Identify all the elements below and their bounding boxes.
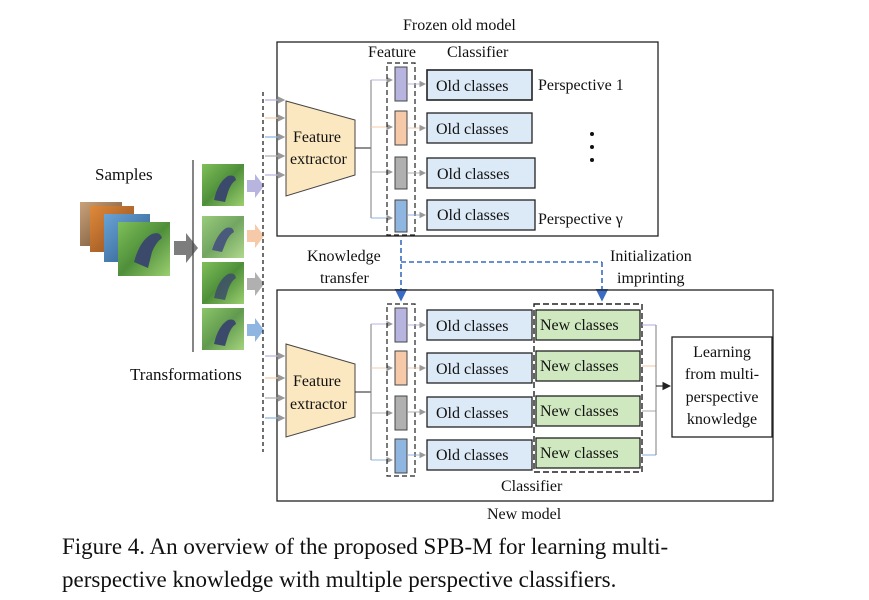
top-old-classes-1-label: Old classes — [436, 78, 508, 95]
feature-extractor-bottom-line2: extractor — [290, 396, 348, 413]
new-classes-4-label: New classes — [540, 445, 619, 462]
top-feature-to-classifier-arrows — [408, 80, 427, 219]
top-branch-lines — [355, 76, 394, 222]
top-feature-vector-3 — [394, 156, 408, 190]
bottom-feature-vector-3 — [394, 395, 408, 431]
top-old-classes-4-label: Old classes — [437, 207, 509, 224]
learning-line1: Learning — [693, 344, 751, 361]
bottom-input-arrows — [265, 352, 286, 422]
bottom-old-classes-3-label: Old classes — [436, 405, 508, 422]
perspective-gamma-label: Perspective γ — [538, 211, 623, 228]
classifier-header: Classifier — [447, 44, 509, 61]
feature-extractor-top — [285, 100, 356, 197]
top-feature-vector-1 — [394, 66, 408, 102]
new-model-box — [276, 289, 774, 502]
bottom-old-classes-1 — [426, 309, 533, 341]
transfer-dashed-arrows — [394, 240, 609, 302]
bottom-feature-to-classifier-arrows — [408, 321, 427, 459]
new-classes-dashed-group — [533, 303, 643, 473]
bottom-feature-vector-2 — [394, 350, 408, 386]
learning-line4: knowledge — [687, 411, 757, 428]
new-classes-3-label: New classes — [540, 403, 619, 420]
feature-extractor-bottom-line1: Feature — [293, 373, 341, 390]
new-classes-2 — [535, 350, 641, 382]
top-old-classes-2-label: Old classes — [436, 121, 508, 138]
perspective-1-label: Perspective 1 — [538, 77, 624, 94]
feature-extractor-top-line2: extractor — [290, 151, 348, 168]
top-old-classes-1 — [426, 69, 533, 101]
bottom-feature-vector-1 — [394, 307, 408, 343]
top-old-classes-2 — [426, 112, 533, 144]
bottom-old-classes-2-label: Old classes — [436, 361, 508, 378]
learning-line2: from multi- — [685, 366, 759, 383]
new-model-label: New model — [487, 506, 562, 523]
bottom-feature-vector-4 — [394, 438, 408, 474]
bottom-feature-dashed-group — [386, 303, 416, 477]
top-feature-vector-4 — [394, 199, 408, 233]
bottom-old-classes-2 — [426, 352, 533, 384]
new-classes-1-label: New classes — [540, 317, 619, 334]
transformations-label: Transformations — [130, 365, 242, 384]
top-old-classes-3-label: Old classes — [437, 166, 509, 183]
bottom-branch-lines — [355, 320, 394, 464]
feature-header: Feature — [368, 44, 416, 61]
caption-line-2: perspective knowledge with multiple pers… — [62, 567, 617, 592]
figure-caption: Figure 4. An overview of the proposed SP… — [62, 530, 842, 596]
new-classes-3 — [535, 395, 641, 427]
sample-images-stack — [80, 202, 170, 276]
new-classes-1 — [535, 309, 641, 341]
feature-extractor-bottom — [285, 343, 356, 438]
learning-line3: perspective — [686, 389, 759, 406]
bottom-old-classes-4 — [426, 439, 533, 471]
initialization-line2: imprinting — [617, 270, 685, 287]
new-classes-2-label: New classes — [540, 358, 619, 375]
bottom-old-classes-4-label: Old classes — [436, 447, 508, 464]
vertical-ellipsis — [590, 132, 594, 162]
transformed-images — [202, 164, 244, 350]
top-input-arrows — [265, 96, 286, 179]
merge-lines — [642, 324, 672, 456]
top-old-classes-4 — [426, 199, 536, 231]
feature-extractor-top-line1: Feature — [293, 129, 341, 146]
top-feature-vector-2 — [394, 110, 408, 146]
frozen-old-model-box — [276, 41, 659, 237]
initialization-line1: Initialization — [610, 248, 692, 265]
bottom-old-classes-1-label: Old classes — [436, 318, 508, 335]
samples-to-transform-arrow — [174, 233, 198, 263]
samples-label: Samples — [95, 165, 153, 184]
classifier-bottom-label: Classifier — [501, 478, 563, 495]
top-feature-dashed-group — [386, 62, 416, 236]
top-old-classes-3 — [426, 157, 536, 189]
knowledge-transfer-line2: transfer — [320, 270, 370, 287]
bottom-old-classes-3 — [426, 396, 533, 428]
learning-box — [671, 336, 773, 438]
caption-line-1: Figure 4. An overview of the proposed SP… — [62, 534, 669, 559]
new-classes-4 — [535, 437, 641, 469]
transform-colored-arrows — [247, 174, 264, 342]
frozen-model-title: Frozen old model — [403, 17, 516, 34]
knowledge-transfer-line1: Knowledge — [307, 248, 381, 265]
